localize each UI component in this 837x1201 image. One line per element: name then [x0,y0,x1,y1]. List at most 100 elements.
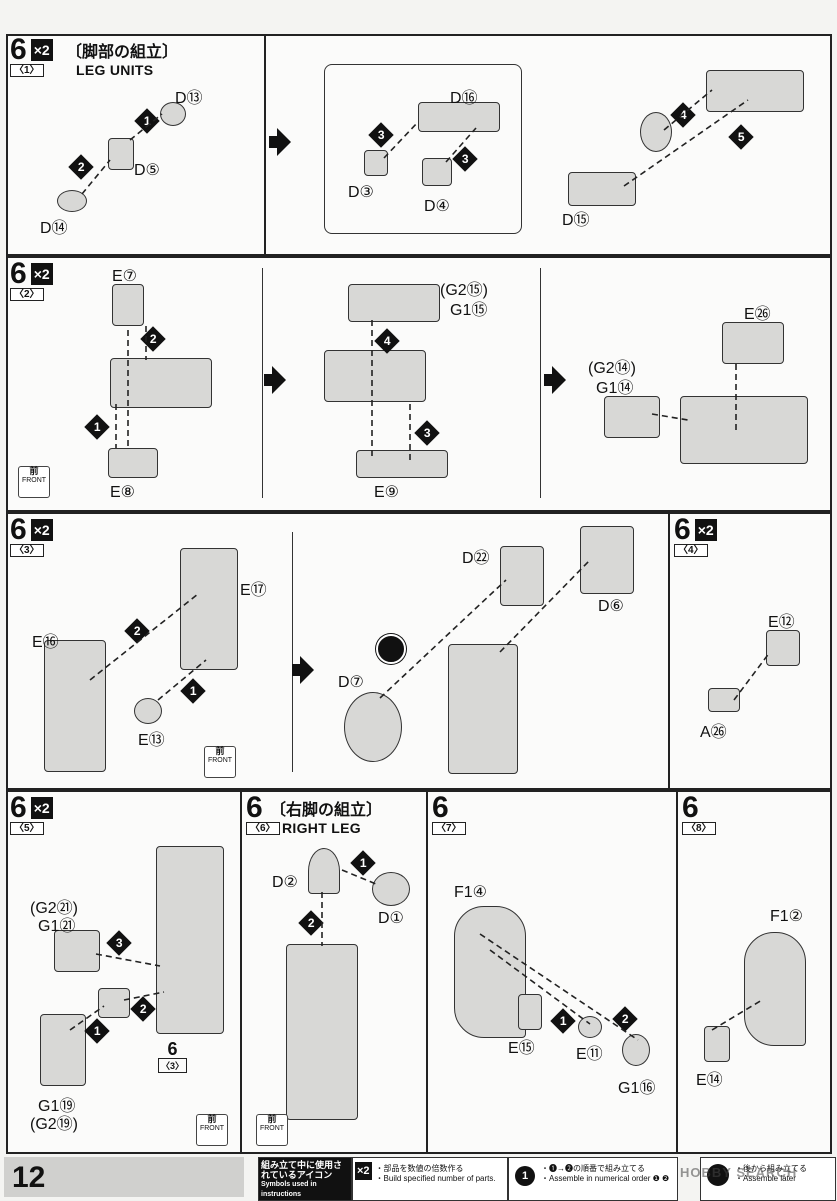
part-illustration [706,70,804,112]
part-label: E⑨ [374,484,400,501]
part-label: D⑦ [338,674,364,691]
part-illustration [108,448,158,478]
part-label: E⑰ [240,582,267,599]
part-label: G1⑲ [38,1098,76,1115]
part-illustration [622,1034,650,1066]
part-illustration [54,930,100,972]
step-sub: 〈6〉 [246,822,280,835]
divider [668,512,670,790]
divider [426,790,428,1154]
part-label: (G2⑭) [588,360,637,377]
part-illustration [57,190,87,212]
step-6-1-header: 6 ×2 〈1〉 [10,33,53,77]
part-illustration [448,644,518,774]
page-number: 12 [12,1161,46,1194]
part-illustration [722,322,784,364]
part-illustration [568,172,636,206]
section-title-en: RIGHT LEG [282,820,361,836]
step-number: 6 [10,257,27,290]
part-label: E⑪ [576,1046,603,1063]
part-illustration [110,358,212,408]
part-illustration [156,846,224,1034]
part-label: D⑬ [175,90,203,107]
divider [676,790,678,1154]
step-number: 6 [246,791,263,824]
row-step-6-5-to-8 [6,790,832,1154]
step-number: 6 [674,513,691,546]
assemble-later-icon [707,1164,729,1186]
divider [262,268,263,498]
part-illustration [160,102,186,126]
section-title-jp: 〔脚部の組立〕 [66,44,179,61]
flow-arrow [264,366,286,394]
part-illustration [40,1014,86,1086]
step-6-2-header: 6 ×2 〈2〉 [10,257,53,301]
legend-x2: ×2 ・部品を数値の倍数作る ・Build specified number o… [352,1157,508,1201]
footer: 12 組み立て中に使用されているアイコン Symbols used in ins… [0,1155,837,1201]
part-illustration [454,906,526,1038]
section-title-jp: 〔右脚の組立〕 [270,802,383,819]
page-number-box [4,1157,244,1197]
step-sub: 〈5〉 [10,822,44,835]
step-number: 6 [10,33,27,66]
part-label: (G2⑲) [30,1116,79,1133]
step-6-3-header: 6 ×2 〈3〉 [10,513,53,557]
part-label: D㉒ [462,550,490,567]
part-illustration [744,932,806,1046]
flow-arrow [269,128,291,156]
part-illustration [418,102,500,132]
part-label: F1② [770,908,804,925]
part-label: E⑮ [508,1040,535,1057]
part-label: D⑭ [40,220,68,237]
part-label: D⑥ [598,598,624,615]
part-label: E⑭ [696,1072,723,1089]
step-number: 6 [432,791,449,824]
part-illustration [112,284,144,326]
part-illustration [422,158,452,186]
part-illustration [108,138,134,170]
step-6-4-header: 6 ×2 〈4〉 [674,513,717,557]
divider [292,532,293,772]
divider [240,790,242,1154]
part-label: (G2㉑) [30,900,79,917]
part-label: D④ [424,198,450,215]
step-number: 6 [10,791,27,824]
part-label: E⑫ [768,614,795,631]
step-reference: 6 〈3〉 [158,1040,188,1073]
part-illustration [680,396,808,464]
part-illustration [708,688,740,712]
part-label: D① [378,910,404,927]
part-illustration [286,944,358,1120]
step-sub: 〈4〉 [674,544,708,557]
part-illustration [704,1026,730,1062]
part-label: E㉖ [744,306,771,323]
step-sub: 〈8〉 [682,822,716,835]
divider [540,268,541,498]
part-label: G1⑭ [596,380,634,397]
part-illustration [640,112,672,152]
part-label: E⑧ [110,484,136,501]
part-illustration [372,872,410,906]
detail-inset [324,64,522,234]
part-illustration [308,848,340,894]
section-title-en: LEG UNITS [76,62,154,78]
part-label: F1④ [454,884,488,901]
step-sub: 〈2〉 [10,288,44,301]
part-illustration [348,284,440,322]
part-illustration [518,994,542,1030]
multiplier-badge: ×2 [30,797,53,819]
part-illustration [604,396,660,438]
part-illustration [578,1016,602,1038]
step-number: 6 [10,513,27,546]
step-sub: 〈7〉 [432,822,466,835]
part-illustration [44,640,106,772]
row-step-6-3 [6,512,832,790]
cell-6-1-a [8,36,266,254]
part-label: E⑯ [32,634,59,651]
part-illustration [324,350,426,402]
step-number: 6 [682,791,699,824]
part-label: G1⑯ [618,1080,656,1097]
